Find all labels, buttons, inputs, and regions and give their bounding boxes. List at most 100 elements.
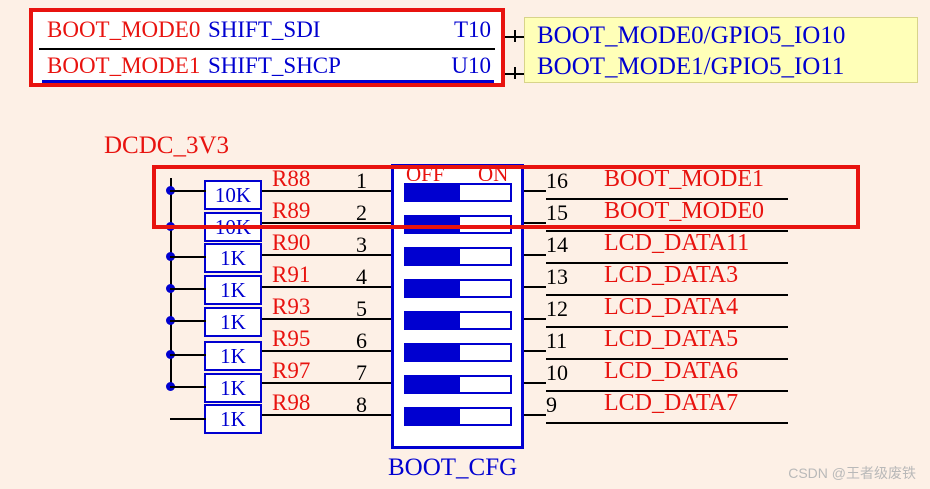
dip-switch-2[interactable]: [404, 215, 512, 234]
signal-name: BOOT_MODE0: [47, 17, 201, 43]
wire-stub: [505, 36, 527, 38]
power-rail: [170, 178, 172, 388]
net-name: LCD_DATA11: [604, 230, 750, 256]
resistor-R93-value: 1K: [204, 307, 262, 337]
wire: [262, 254, 392, 256]
pin-number-right: 9: [546, 392, 557, 417]
dip-switch-6[interactable]: [404, 343, 512, 362]
net-name: LCD_DATA3: [604, 262, 739, 288]
refdes-R98: R98: [272, 390, 311, 415]
refdes-R91: R91: [272, 262, 311, 287]
component-label: BOOT_CFG: [388, 454, 518, 481]
refdes-R89: R89: [272, 198, 311, 223]
note-line: BOOT_MODE1/GPIO5_IO11: [537, 53, 845, 80]
pin-number-right: 15: [546, 200, 568, 225]
wire-stub: [514, 30, 516, 42]
underline-rule: [42, 80, 494, 83]
wire: [170, 386, 206, 388]
note-box: BOOT_MODE0/GPIO5_IO10 BOOT_MODE1/GPIO5_I…: [524, 17, 918, 83]
pin-number-left: 6: [356, 328, 367, 353]
wire: [262, 222, 392, 224]
net-name: BOOT_MODE0: [604, 198, 764, 224]
pin-number-left: 7: [356, 360, 367, 385]
net-name: LCD_DATA7: [604, 390, 739, 416]
top-signal-table: BOOT_MODE0 SHIFT_SDI T10 BOOT_MODE1 SHIF…: [29, 8, 505, 87]
switch-position-off: [406, 313, 458, 328]
wire: [524, 190, 546, 192]
switch-position-off: [406, 345, 458, 360]
switch-position-off: [406, 409, 458, 424]
net-name: BOOT_MODE1: [604, 166, 764, 192]
signal-function: SHIFT_SHCP: [208, 52, 341, 78]
signal-pin: T10: [453, 17, 491, 43]
wire: [524, 286, 546, 288]
watermark: CSDN @王者级废铁: [788, 465, 916, 481]
pin-number-right: 14: [546, 232, 568, 257]
resistor-R90-value: 1K: [204, 243, 262, 273]
wire: [262, 350, 392, 352]
pin-number-right: 10: [546, 360, 568, 385]
dip-switch-3[interactable]: [404, 247, 512, 266]
pin-number-left: 8: [356, 392, 367, 417]
net-name: LCD_DATA4: [604, 294, 739, 320]
wire: [170, 256, 206, 258]
signal-name: BOOT_MODE1: [47, 52, 201, 78]
wire: [524, 350, 546, 352]
refdes-R97: R97: [272, 358, 311, 383]
wire: [262, 318, 392, 320]
dip-switch-8[interactable]: [404, 407, 512, 426]
net-underline: [546, 262, 788, 264]
net-underline: [546, 230, 788, 232]
table-row: BOOT_MODE0 SHIFT_SDI T10: [33, 12, 501, 48]
wire: [170, 418, 206, 420]
net-underline: [546, 294, 788, 296]
wire: [524, 254, 546, 256]
wire: [262, 414, 392, 416]
pin-number-right: 16: [546, 168, 568, 193]
wire-stub: [505, 73, 527, 75]
wire: [524, 414, 546, 416]
wire: [262, 286, 392, 288]
refdes-R90: R90: [272, 230, 311, 255]
dip-switch-1[interactable]: [404, 183, 512, 202]
switch-position-off: [406, 249, 458, 264]
wire: [262, 382, 392, 384]
dip-switch-7[interactable]: [404, 375, 512, 394]
net-underline: [546, 198, 788, 200]
signal-function: SHIFT_SDI: [208, 17, 321, 43]
pin-number-right: 12: [546, 296, 568, 321]
net-underline: [546, 390, 788, 392]
resistor-R97-value: 1K: [204, 373, 262, 403]
switch-position-off: [406, 377, 458, 392]
pin-number-right: 13: [546, 264, 568, 289]
net-underline: [546, 358, 788, 360]
net-name: LCD_DATA5: [604, 326, 739, 352]
table-row: BOOT_MODE1 SHIFT_SHCP U10: [33, 48, 501, 84]
wire: [170, 320, 206, 322]
dip-switch-5[interactable]: [404, 311, 512, 330]
divider: [39, 47, 495, 50]
resistor-R98-value: 1K: [204, 404, 262, 434]
wire: [524, 318, 546, 320]
wire-stub: [514, 67, 516, 79]
dip-switch-4[interactable]: [404, 279, 512, 298]
refdes-R95: R95: [272, 326, 311, 351]
pin-number-left: 5: [356, 296, 367, 321]
pin-number-left: 3: [356, 232, 367, 257]
wire: [524, 222, 546, 224]
wire: [524, 382, 546, 384]
highlight-rectangle-boot-modes: [152, 165, 860, 229]
wire: [170, 190, 206, 192]
dip-switch-body: [391, 164, 524, 449]
wire: [170, 288, 206, 290]
resistor-R91-value: 1K: [204, 275, 262, 305]
pin-number-left: 4: [356, 264, 367, 289]
signal-pin: U10: [451, 52, 491, 78]
net-underline: [546, 422, 788, 424]
pin-number-left: 1: [356, 168, 367, 193]
refdes-R88: R88: [272, 166, 311, 191]
refdes-R93: R93: [272, 294, 311, 319]
switch-position-off: [406, 281, 458, 296]
pin-number-left: 2: [356, 200, 367, 225]
